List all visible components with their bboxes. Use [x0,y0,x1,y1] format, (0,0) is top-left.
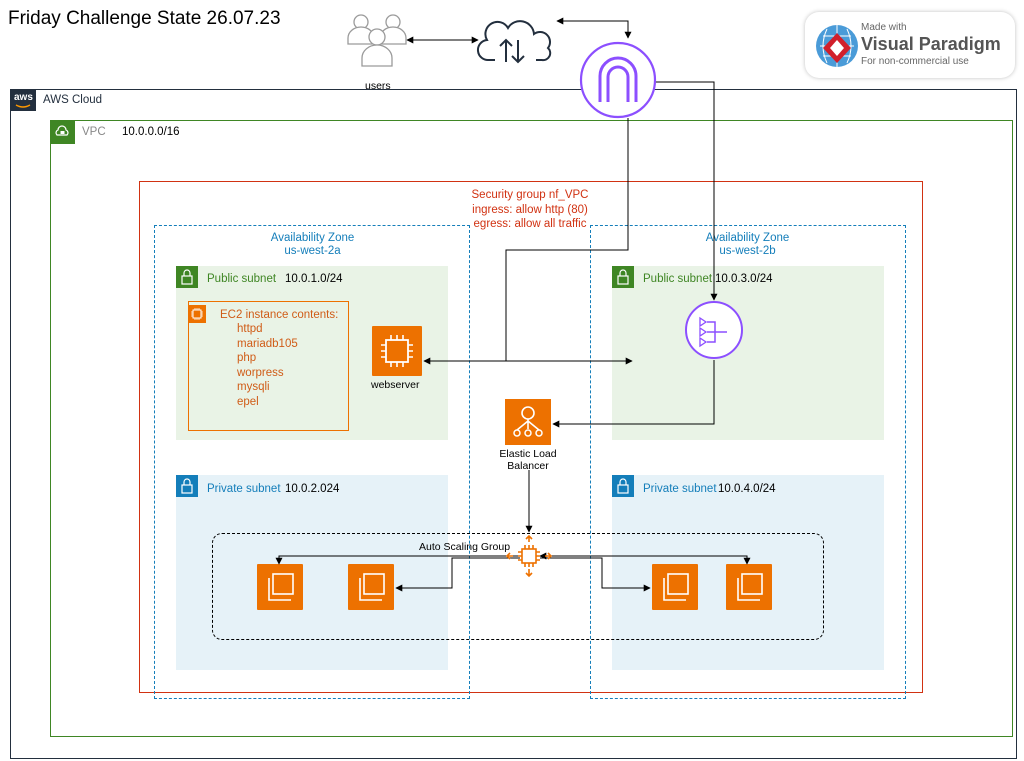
aws-cloud-container [10,89,1017,759]
public-subnet-a-cidr: 10.0.1.0/24 [285,273,343,285]
public-subnet-a-label: Public subnet [207,273,277,285]
ec2-contents-box [188,301,349,431]
internet-gateway-icon[interactable] [579,41,657,119]
page-title: Friday Challenge State 26.07.23 [8,8,281,29]
auto-scaling-icon[interactable] [505,534,553,578]
aws-cloud-label: AWS Cloud [43,94,103,106]
visual-paradigm-logo-icon [816,25,858,67]
vpc-icon [50,120,75,144]
public-subnet-b-cidr: 10.0.3.0/24 [715,273,773,285]
lock-icon [176,475,198,497]
security-group-egress: egress: allow all traffic [473,218,587,230]
private-subnet-a-cidr: 10.0.2.024 [285,483,340,495]
az-a-title: Availability Zone [270,232,355,244]
private-subnet-b-cidr: 10.0.4.0/24 [718,483,776,495]
webserver-ec2-icon[interactable] [372,326,422,376]
badge-line3: For non-commercial use [861,56,969,67]
ec2-instance-icon[interactable] [652,564,698,610]
vpc-container [50,120,1013,737]
security-group-title: Security group nf_VPC [471,189,589,201]
users-icon [347,14,407,67]
public-subnet-b [612,266,884,440]
ec2-instance-icon[interactable] [726,564,772,610]
ec2-instance-icon[interactable] [348,564,394,610]
asg-label: Auto Scaling Group [419,541,511,553]
ec2-contents-item: php [237,352,257,364]
ec2-contents-item: epel [237,396,259,408]
ec2-contents-title: EC2 instance contents: [220,309,339,321]
auto-scaling-group [212,533,824,640]
az-b-title: Availability Zone [705,232,790,244]
users-label: users [365,80,391,92]
availability-zone-b [590,225,906,699]
private-subnet-a-label: Private subnet [207,483,281,495]
private-subnet-b-label: Private subnet [643,483,717,495]
cloud-upload-download-icon [477,20,552,64]
aws-logo-icon: aws [10,89,36,111]
az-a-name: us-west-2a [284,245,341,257]
ec2-contents-item: worpress [237,367,284,379]
ec2-instance-icon[interactable] [257,564,303,610]
security-group-ingress: ingress: allow http (80) [472,204,588,216]
nat-gateway-icon[interactable] [685,301,743,359]
vpc-label: VPC [82,126,106,138]
vpc-cidr: 10.0.0.0/16 [122,126,180,138]
ec2-contents-item: mysqli [237,381,270,393]
public-subnet-b-label: Public subnet [643,273,713,285]
availability-zone-a [154,225,470,699]
ec2-contents-item: httpd [237,323,263,335]
az-b-name: us-west-2b [719,245,776,257]
lock-icon [612,475,634,497]
lock-icon [612,266,634,288]
elastic-load-balancer-icon[interactable] [505,399,551,445]
security-group-container [139,181,923,693]
visual-paradigm-badge: Made with Visual Paradigm For non-commer… [805,12,1015,78]
lock-icon [176,266,198,288]
elb-label-line1: Elastic Load [499,448,557,460]
badge-line1: Made with [861,22,907,33]
elb-label-line2: Balancer [507,460,549,472]
badge-line2: Visual Paradigm [861,34,1001,54]
ec2-chip-icon [188,305,206,323]
webserver-label: webserver [371,379,420,391]
ec2-contents-item: mariadb105 [237,338,298,350]
